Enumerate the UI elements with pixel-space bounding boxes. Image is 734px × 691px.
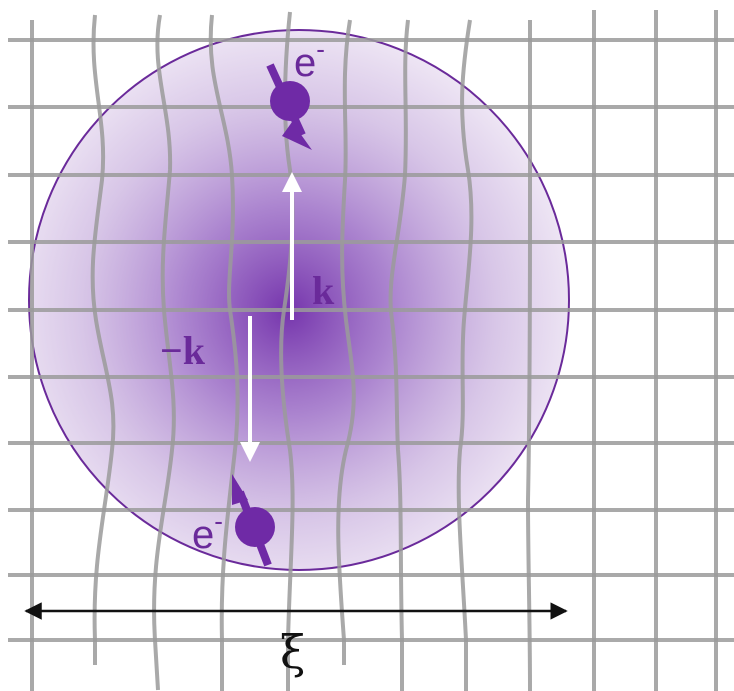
spin-down-electron-icon <box>266 63 312 150</box>
pair-wavefunction-blob <box>28 29 570 571</box>
spin-up-electron-icon <box>232 474 275 567</box>
lattice-vertical-lines <box>30 10 718 691</box>
k-down-label: −k <box>160 328 206 373</box>
electron-top-label: e- <box>294 34 325 85</box>
coherence-length-label: ξ <box>280 625 305 679</box>
k-up-label: k <box>312 268 335 313</box>
lattice-horizontal-lines <box>8 38 734 642</box>
electron-bottom-label: e- <box>192 506 223 557</box>
